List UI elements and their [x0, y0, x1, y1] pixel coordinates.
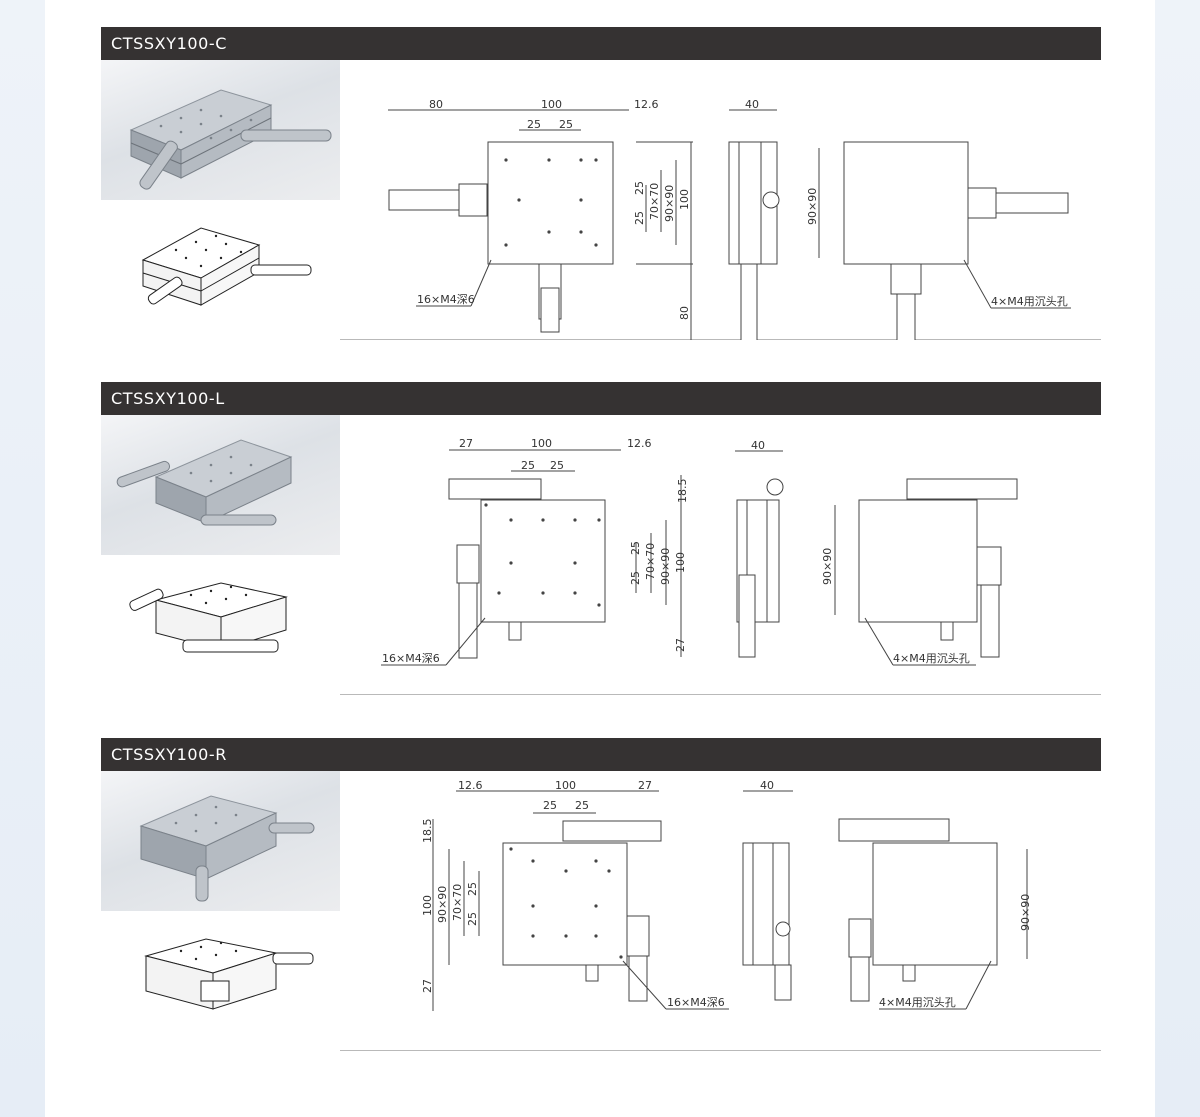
dim-40-side: 40 — [760, 779, 774, 792]
top-view-body — [487, 141, 614, 265]
technical-drawing: 80 100 12.6 25 25 25 25 70×70 90×90 100 … — [341, 60, 1101, 365]
product-render-photo — [101, 771, 340, 911]
note-16xm4: 16×M4深6 — [417, 293, 475, 306]
dim-70x70: 70×70 — [648, 183, 661, 220]
side-view-body — [742, 842, 790, 966]
product-line-drawing — [101, 911, 340, 1051]
dim-12-6: 12.6 — [634, 98, 659, 111]
dim-90x90-right: 90×90 — [1019, 894, 1032, 931]
dim-100-v: 100 — [674, 552, 687, 573]
dim-27-top: 27 — [459, 437, 473, 450]
dim-100-top: 100 — [555, 779, 576, 792]
dim-25-a: 25 — [543, 799, 557, 812]
dim-70x70: 70×70 — [451, 884, 464, 921]
note-4xm4: 4×M4用沉头孔 — [991, 295, 1068, 308]
dim-25-a: 25 — [527, 118, 541, 131]
note-4xm4: 4×M4用沉头孔 — [893, 652, 970, 665]
section-ctssxy100-l: CTSSXY100-L — [101, 382, 1101, 695]
section-body: 12.6 100 27 25 25 18.5 100 90×90 70×70 2… — [101, 771, 1101, 1051]
section-body: 80 100 12.6 25 25 25 25 70×70 90×90 100 … — [101, 60, 1101, 365]
section-body: 27 100 12.6 25 25 18.5 25 25 70×70 90×90… — [101, 415, 1101, 695]
product-photos — [101, 771, 340, 1051]
top-view-body — [480, 499, 606, 623]
dim-25-b: 25 — [575, 799, 589, 812]
model-header: CTSSXY100-L — [101, 382, 1101, 415]
drawing-svg: 12.6 100 27 25 25 18.5 100 90×90 70×70 2… — [421, 779, 1032, 1011]
model-header: CTSSXY100-C — [101, 27, 1101, 60]
stage-line-image — [144, 938, 314, 1010]
drawing-svg: 80 100 12.6 25 25 25 25 70×70 90×90 100 … — [388, 98, 1071, 365]
dim-25-b: 25 — [559, 118, 573, 131]
dim-90x90-right: 90×90 — [806, 188, 819, 225]
dim-100-v: 100 — [421, 895, 434, 916]
product-render-photo — [101, 415, 340, 555]
right-view-body — [872, 842, 998, 966]
page: CTSSXY100-C — [45, 0, 1155, 1117]
note-4xm4: 4×M4用沉头孔 — [879, 996, 956, 1009]
dim-90x90: 90×90 — [659, 548, 672, 585]
stage-render-image — [139, 795, 315, 902]
right-view-body — [858, 499, 978, 623]
dim-12-6: 12.6 — [627, 437, 652, 450]
product-render-photo — [101, 60, 340, 200]
technical-drawing: 27 100 12.6 25 25 18.5 25 25 70×70 90×90… — [341, 415, 1101, 695]
dim-27-top: 27 — [638, 779, 652, 792]
dim-90x90-right: 90×90 — [821, 548, 834, 585]
dim-40-side: 40 — [745, 98, 759, 111]
dim-v25-a: 25 — [633, 181, 646, 195]
dim-v25-a: 25 — [629, 541, 642, 555]
dim-80-top: 80 — [429, 98, 443, 111]
dim-v25-b: 25 — [633, 211, 646, 225]
product-line-drawing — [101, 200, 340, 340]
dim-100-top: 100 — [531, 437, 552, 450]
stage-render-image — [129, 89, 332, 190]
dim-27-v: 27 — [674, 638, 687, 652]
dim-90x90: 90×90 — [436, 886, 449, 923]
section-ctssxy100-r: CTSSXY100-R — [101, 738, 1101, 1051]
dim-v25-a: 25 — [466, 882, 479, 896]
top-view-body — [502, 842, 628, 966]
dim-90x90: 90×90 — [663, 185, 676, 222]
dim-25-b: 25 — [550, 459, 564, 472]
dim-100-top: 100 — [541, 98, 562, 111]
dim-18-5: 18.5 — [676, 479, 689, 504]
dim-27-v: 27 — [421, 979, 434, 993]
dim-40-side: 40 — [751, 439, 765, 452]
right-view-body — [843, 141, 969, 265]
dim-12-6: 12.6 — [458, 779, 483, 792]
technical-drawing: 12.6 100 27 25 25 18.5 100 90×90 70×70 2… — [341, 771, 1101, 1051]
dim-v25-b: 25 — [629, 571, 642, 585]
dim-18-5: 18.5 — [421, 819, 434, 844]
dim-70x70: 70×70 — [644, 543, 657, 580]
product-photos — [101, 415, 340, 695]
note-16xm4: 16×M4深6 — [382, 652, 440, 665]
product-photos — [101, 60, 340, 340]
drawing-svg: 27 100 12.6 25 25 18.5 25 25 70×70 90×90… — [381, 437, 1018, 666]
dim-80-v: 80 — [678, 306, 691, 320]
note-16xm4: 16×M4深6 — [667, 996, 725, 1009]
stage-line-image — [141, 227, 312, 306]
stage-line-image — [129, 582, 288, 653]
dim-25-a: 25 — [521, 459, 535, 472]
dim-100-v: 100 — [678, 189, 691, 210]
stage-render-image — [116, 439, 293, 526]
section-ctssxy100-c: CTSSXY100-C — [101, 27, 1101, 365]
model-header: CTSSXY100-R — [101, 738, 1101, 771]
dim-v25-b: 25 — [466, 912, 479, 926]
side-view-body — [736, 499, 780, 623]
product-line-drawing — [101, 555, 340, 695]
